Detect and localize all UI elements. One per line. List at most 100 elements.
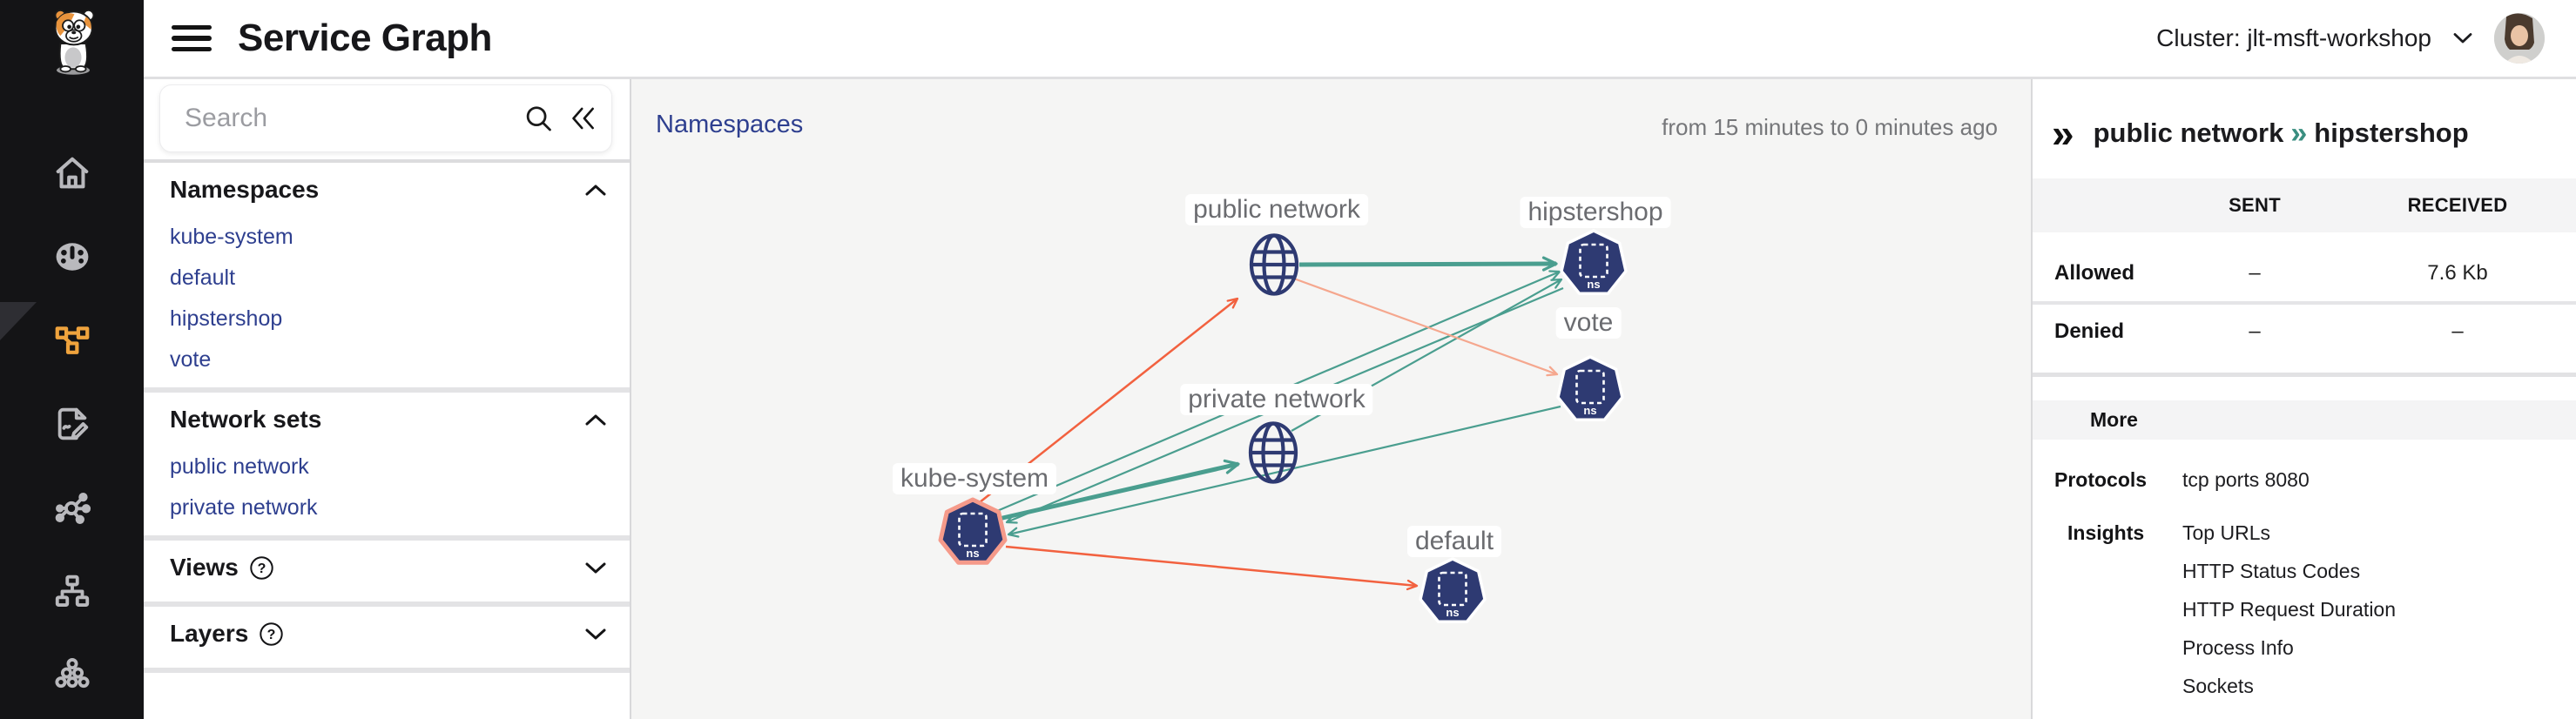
sent-value: –: [2249, 260, 2261, 285]
search-input[interactable]: [183, 103, 523, 134]
sidebar-item-vote[interactable]: vote: [170, 347, 212, 372]
hamburger-menu-icon[interactable]: [172, 24, 212, 52]
svg-text:?: ?: [267, 628, 276, 642]
node-kube-system[interactable]: ns: [938, 497, 1008, 565]
column-sent: SENT: [2229, 194, 2281, 216]
search-icon[interactable]: [523, 101, 555, 136]
node-hipstershop[interactable]: ns: [1560, 229, 1628, 295]
section-title: Network sets: [170, 406, 322, 433]
chevron-down-icon: [584, 561, 607, 575]
svg-text:ns: ns: [1446, 606, 1459, 619]
graph-area[interactable]: Namespaces from 15 minutes to 0 minutes …: [631, 79, 2031, 719]
molecule-icon[interactable]: [0, 486, 144, 529]
sidebar-item-kube-system[interactable]: kube-system: [170, 225, 293, 249]
section-title: Views: [170, 554, 239, 581]
traffic-table-header: SENT RECEIVED: [2033, 178, 2576, 232]
sidebar-section-namespaces: Namespaces kube-system default hipstershop v…: [144, 163, 630, 393]
service-graph-canvas[interactable]: ns ns ns ns: [631, 79, 2031, 719]
sidebar-section-network-sets: Network sets public network private networ…: [144, 393, 630, 541]
protocols-value: tcp ports 8080: [2182, 467, 2310, 491]
sidebar-item-hipstershop[interactable]: hipstershop: [170, 306, 283, 331]
traffic-table-rows: Allowed – 7.6 Kb Denied – –: [2033, 245, 2576, 358]
search-box: [159, 84, 612, 152]
graph-time-range: from 15 minutes to 0 minutes ago: [1662, 114, 1998, 140]
collapse-details-icon[interactable]: »: [2052, 111, 2074, 156]
edge-hipstershop-to-kube-system[interactable]: [1005, 286, 1564, 524]
node-default[interactable]: ns: [1419, 557, 1487, 623]
collapse-panel-icon[interactable]: [569, 102, 597, 135]
section-header-namespaces[interactable]: Namespaces: [144, 163, 630, 217]
edge-public-network-to-vote[interactable]: [1291, 276, 1559, 377]
otterize-logo: [54, 9, 95, 75]
search-row: [144, 79, 630, 159]
edge-target: hipstershop: [2314, 118, 2469, 148]
column-received: RECEIVED: [2407, 194, 2508, 216]
node-private-network[interactable]: [1248, 421, 1298, 484]
help-icon[interactable]: ?: [249, 555, 274, 581]
traffic-row-allowed: Allowed – 7.6 Kb: [2033, 245, 2576, 301]
insight-item-process-info[interactable]: Process Info: [2182, 635, 2294, 659]
more-section-header: More: [2033, 400, 2576, 440]
edge-private-network-to-hipstershop[interactable]: [1291, 278, 1563, 432]
divider: [144, 159, 630, 163]
edge-kube-system-to-default[interactable]: [1005, 545, 1419, 591]
top-header: Service Graph Cluster: jlt-msft-workshop: [144, 0, 2576, 79]
svg-text:ns: ns: [1583, 404, 1596, 417]
row-label: Allowed: [2054, 260, 2135, 285]
sidebar-sections: Namespaces kube-system default hipstershop v…: [144, 163, 630, 673]
section-header-layers[interactable]: Layers?: [144, 607, 630, 661]
sent-value: –: [2249, 319, 2261, 343]
edge-title: public network » hipstershop: [2094, 117, 2469, 151]
more-label: More: [2090, 408, 2138, 431]
cluster-selector-label[interactable]: Cluster: jlt-msft-workshop: [2156, 24, 2431, 51]
chevron-up-icon: [584, 184, 607, 197]
section-header-network-sets[interactable]: Network sets: [144, 393, 630, 447]
sidebar-section-views: Views?: [144, 541, 630, 607]
section-title: Namespaces: [170, 176, 320, 203]
insight-item-sockets[interactable]: Sockets: [2182, 674, 2254, 697]
chevron-down-icon: [584, 628, 607, 641]
received-value: –: [2451, 319, 2464, 343]
edge-direction-icon: »: [2290, 116, 2308, 150]
section-header-views[interactable]: Views?: [144, 541, 630, 595]
section-title: Layers: [170, 620, 249, 647]
report-edit-icon[interactable]: [0, 402, 144, 446]
sitemap-icon[interactable]: [0, 569, 144, 613]
nav-rail-icons: [0, 151, 144, 719]
node-vote[interactable]: ns: [1556, 355, 1624, 421]
graph-view-label: Namespaces: [656, 111, 804, 138]
sidebar-section-layers: Layers?: [144, 607, 630, 673]
sidebar: Namespaces kube-system default hipstershop v…: [144, 79, 631, 719]
user-avatar[interactable]: [2494, 13, 2545, 64]
gauge-icon[interactable]: [0, 235, 144, 279]
insight-item-top-urls[interactable]: Top URLs: [2182, 521, 2270, 544]
details-panel: » public network » hipstershop SENT RECE…: [2031, 79, 2576, 719]
insight-item-http-status-codes[interactable]: HTTP Status Codes: [2182, 559, 2361, 582]
svg-text:?: ?: [257, 561, 266, 576]
help-icon[interactable]: ?: [259, 622, 284, 647]
home-icon[interactable]: [0, 151, 144, 195]
edge-vote-to-kube-system[interactable]: [1007, 405, 1561, 538]
traffic-row-denied: Denied – –: [2033, 301, 2576, 358]
network-graph-icon[interactable]: [0, 319, 144, 362]
node-public-network[interactable]: [1249, 233, 1299, 296]
divider: [2033, 373, 2576, 377]
sidebar-item-private-network[interactable]: private network: [170, 495, 318, 520]
protocols-label: Protocols: [2054, 467, 2148, 491]
cluster-nodes-icon[interactable]: [0, 653, 144, 696]
chevron-up-icon: [584, 413, 607, 427]
row-label: Denied: [2054, 319, 2125, 343]
insights-label: Insights: [2067, 521, 2145, 544]
insight-item-http-request-duration[interactable]: HTTP Request Duration: [2182, 597, 2397, 621]
edge-source: public network: [2093, 118, 2284, 148]
svg-text:ns: ns: [966, 547, 979, 560]
chevron-down-icon[interactable]: [2452, 32, 2473, 44]
svg-text:ns: ns: [1587, 278, 1600, 291]
page-title: Service Graph: [238, 17, 492, 59]
received-value: 7.6 Kb: [2427, 260, 2488, 285]
edge-public-network-to-hipstershop[interactable]: [1298, 256, 1558, 272]
sidebar-item-default[interactable]: default: [170, 265, 236, 290]
nav-rail: [0, 0, 144, 719]
sidebar-item-public-network[interactable]: public network: [170, 454, 309, 479]
